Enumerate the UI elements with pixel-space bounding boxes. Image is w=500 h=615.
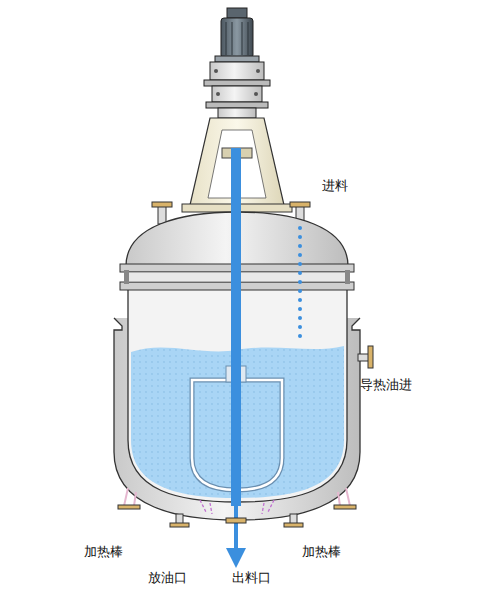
heater-nozzle (170, 500, 303, 527)
motor (215, 8, 259, 62)
agitator-shaft (231, 148, 241, 506)
part-label: 进料 (322, 178, 348, 194)
oil-inlet-nozzle (358, 346, 373, 368)
part-label: 放油口 (148, 570, 187, 586)
part-label: 加热棒 (84, 544, 123, 560)
outlet-arrow (234, 506, 238, 558)
part-label: 加热棒 (302, 544, 341, 560)
part-label: 导热油进 (360, 377, 412, 393)
part-label: 出料口 (232, 570, 271, 586)
feed-flow (298, 226, 302, 338)
gearbox (204, 62, 270, 118)
outlet-nozzle (226, 518, 246, 523)
support-leg (118, 488, 356, 509)
